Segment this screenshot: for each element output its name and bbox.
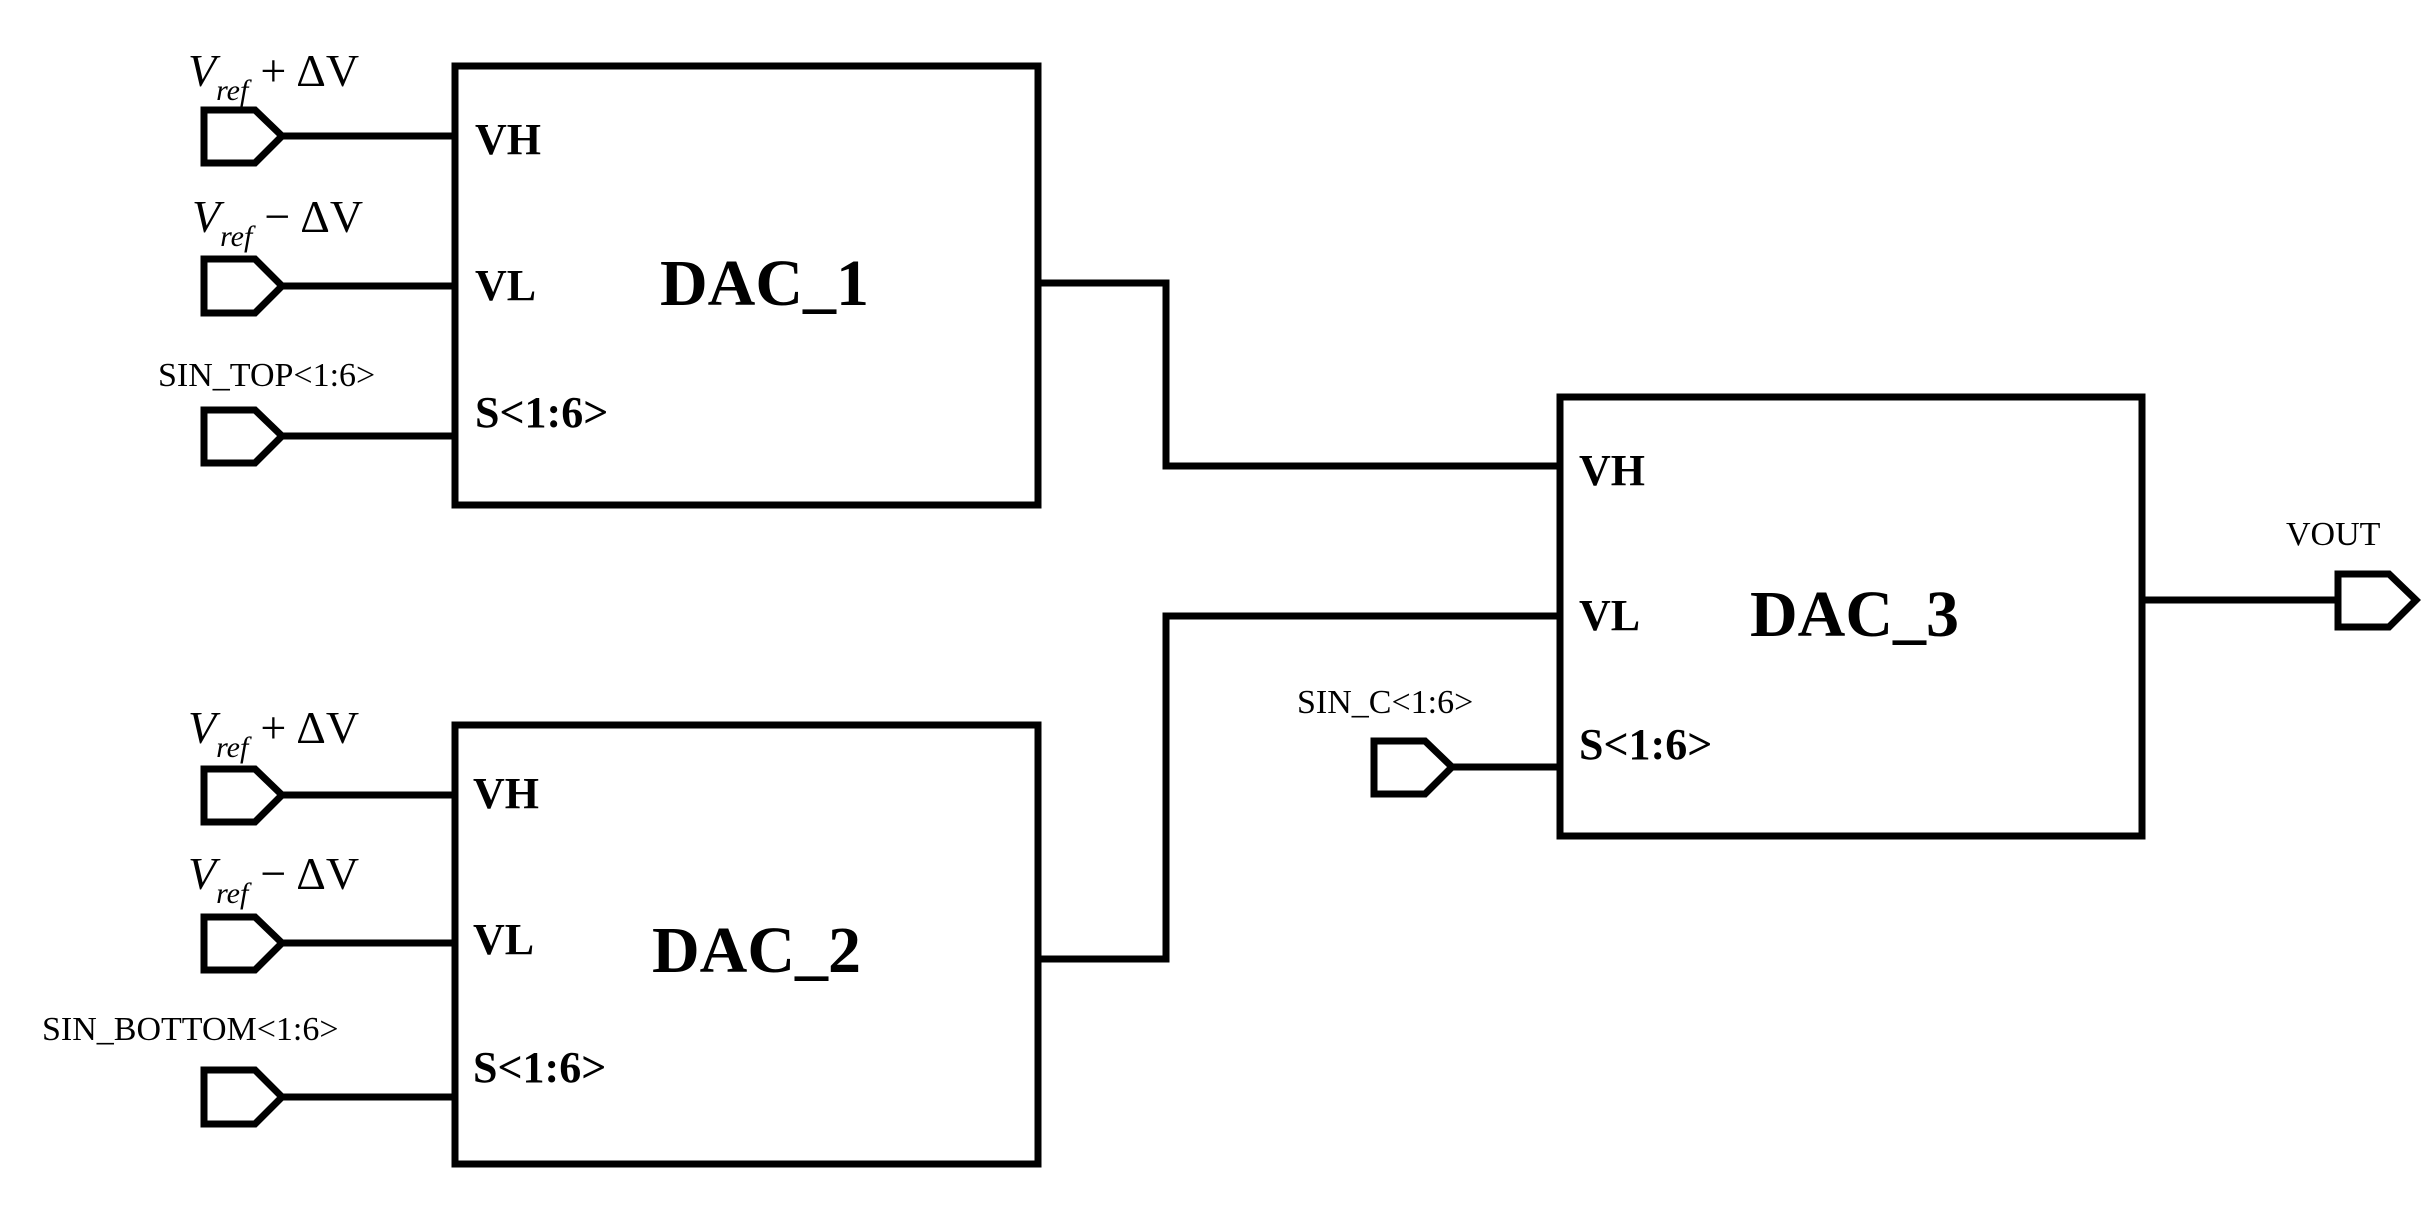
dac1-group: DAC_1 VH VL S<1:6> Vref+ΔV Vref−ΔV SIN_T…: [158, 45, 1042, 509]
dac1-vh-label: Vref+ΔV: [188, 45, 359, 107]
dac3-port-s: S<1:6>: [1579, 720, 1712, 769]
dac1-vl-pin-icon: [200, 255, 287, 317]
dac1-title: DAC_1: [660, 247, 869, 320]
dac3-s-pin-icon: [1370, 737, 1457, 798]
dac1-port-vh: VH: [475, 115, 541, 164]
vout-label: VOUT: [2286, 516, 2381, 553]
dac2-port-vl: VL: [473, 915, 534, 964]
dac2-group: DAC_2 VH VL S<1:6> Vref+ΔV Vref−ΔV SIN_B…: [42, 702, 1042, 1168]
dac1-to-dac3-vh-wire: [1038, 279, 1560, 470]
dac2-vl-pin-icon: [200, 913, 287, 974]
dac2-s-pin-icon: [200, 1066, 287, 1128]
dac2-s-label: SIN_BOTTOM<1:6>: [42, 1011, 339, 1048]
vout-pin-icon: [2334, 570, 2421, 631]
dac2-to-dac3-vl-wire: [1038, 612, 1560, 963]
dac3-port-vh: VH: [1579, 446, 1645, 495]
dac3-group: DAC_3 VH VL S<1:6> SIN_C<1:6> VOUT: [1297, 393, 2421, 840]
dac2-vh-pin-icon: [200, 765, 287, 826]
dac2-port-vh: VH: [473, 769, 539, 818]
dac3-port-vl: VL: [1579, 591, 1640, 640]
dac3-title: DAC_3: [1750, 578, 1959, 651]
dac2-vl-label: Vref−ΔV: [188, 848, 359, 910]
dac2-block: [451, 721, 1042, 1168]
dac2-vh-label: Vref+ΔV: [188, 702, 359, 764]
dac2-title: DAC_2: [652, 914, 861, 987]
dac1-port-s: S<1:6>: [475, 388, 608, 437]
dac3-block: [1556, 393, 2146, 840]
dac1-vh-pin-icon: [200, 106, 287, 167]
dac1-vl-label: Vref−ΔV: [192, 191, 363, 253]
dac3-s-label: SIN_C<1:6>: [1297, 684, 1473, 721]
dac2-port-s: S<1:6>: [473, 1043, 606, 1092]
dac1-s-label: SIN_TOP<1:6>: [158, 357, 375, 394]
dac1-port-vl: VL: [475, 261, 536, 310]
dac1-s-pin-icon: [200, 406, 287, 467]
dac1-block: [451, 62, 1042, 509]
